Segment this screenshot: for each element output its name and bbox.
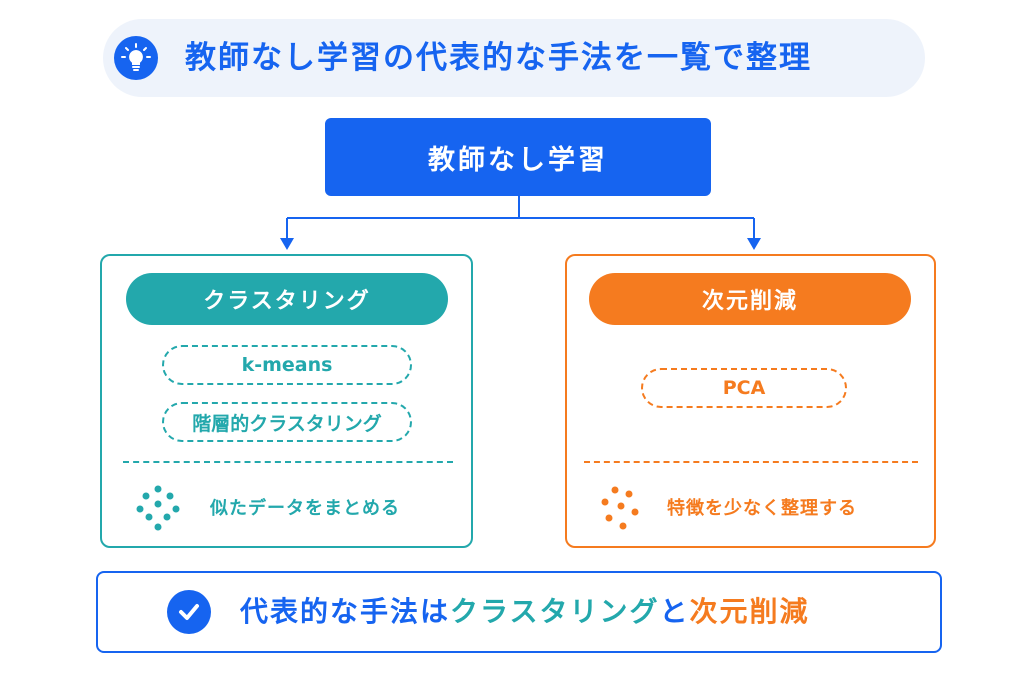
category-description-dimensionality-reduction: 特徴を少なく整理する [667, 498, 857, 519]
arrow-left-icon [280, 238, 294, 250]
lightbulb-icon [114, 36, 158, 80]
conclusion-highlight-clustering: クラスタリング [450, 595, 660, 628]
conclusion-part: と [659, 595, 690, 628]
page-title: 教師なし学習の代表的な手法を一覧で整理 [185, 40, 812, 76]
category-pill-clustering: クラスタリング [126, 273, 448, 325]
category-pill-dimensionality-reduction: 次元削減 [589, 273, 911, 325]
conclusion-highlight-dimensionality-reduction: 次元削減 [689, 595, 810, 628]
conclusion-box: 代表的な手法はクラスタリングと次元削減 [96, 571, 942, 653]
conclusion-text: 代表的な手法はクラスタリングと次元削減 [240, 573, 810, 651]
root-node: 教師なし学習 [325, 118, 711, 196]
dot-reduce-icon [601, 486, 639, 530]
arrow-right-icon [747, 238, 761, 250]
divider [584, 461, 918, 463]
header-banner: 教師なし学習の代表的な手法を一覧で整理 [103, 19, 925, 97]
dot-cluster-icon [136, 485, 180, 531]
method-pca: PCA [641, 368, 847, 408]
check-circle-icon [167, 590, 211, 634]
method-k-means: k-means [162, 345, 412, 385]
category-box-clustering: クラスタリング k-means 階層的クラスタリング 似たデータをまとめる [100, 254, 473, 548]
category-box-dimensionality-reduction: 次元削減 PCA 特徴を少なく整理する [565, 254, 936, 548]
method-hierarchical-clustering: 階層的クラスタリング [162, 402, 412, 442]
category-description-clustering: 似たデータをまとめる [210, 498, 400, 519]
divider [123, 461, 453, 463]
conclusion-part: 代表的な手法は [240, 595, 451, 628]
